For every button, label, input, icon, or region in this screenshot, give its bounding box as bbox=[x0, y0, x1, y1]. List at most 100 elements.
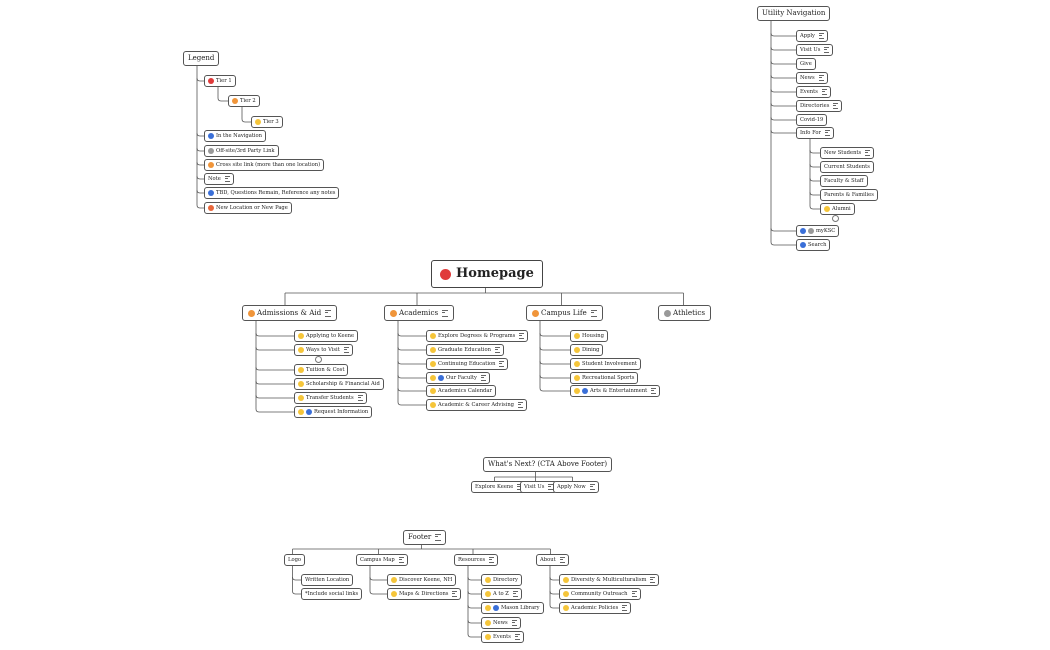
collapse-toggle-icon[interactable] bbox=[315, 356, 322, 363]
node-a-request[interactable]: Request Information bbox=[294, 406, 373, 418]
node-newloc[interactable]: New Location or New Page bbox=[204, 202, 292, 214]
node-f-events[interactable]: Events bbox=[481, 631, 524, 643]
node-f-written[interactable]: Written Location bbox=[301, 574, 354, 586]
node-tbd[interactable]: TBD, Questions Remain, Reference any not… bbox=[204, 187, 340, 199]
notes-icon bbox=[818, 33, 824, 39]
node-cross[interactable]: Cross site link (more than one location) bbox=[204, 159, 325, 171]
node-u-faculty[interactable]: Faculty & Staff bbox=[820, 175, 868, 187]
notes-icon bbox=[821, 89, 827, 95]
node-u-apply[interactable]: Apply bbox=[796, 30, 828, 42]
node-u-visit[interactable]: Visit Us bbox=[796, 44, 834, 56]
node-in-nav[interactable]: In the Navigation bbox=[204, 130, 267, 142]
node-u-newstudents[interactable]: New Students bbox=[820, 147, 875, 159]
node-ac-faculty[interactable]: Our Faculty bbox=[426, 372, 490, 384]
notes-icon bbox=[398, 557, 404, 563]
node-f-news[interactable]: News bbox=[481, 617, 521, 629]
tier3-icon bbox=[563, 605, 569, 611]
node-ac-explore[interactable]: Explore Degrees & Programs bbox=[426, 330, 529, 342]
node-u-infofor[interactable]: Info For bbox=[796, 127, 835, 139]
node-cta-apply[interactable]: Apply Now bbox=[553, 481, 599, 493]
node-f-diversity[interactable]: Diversity & Multiculturalism bbox=[559, 574, 660, 586]
node-ac-calendar[interactable]: Academics Calendar bbox=[426, 385, 496, 397]
node-u-alumni[interactable]: Alumni bbox=[820, 203, 855, 215]
tier2-icon bbox=[248, 309, 255, 317]
node-campuslife[interactable]: Campus Life bbox=[526, 305, 603, 321]
node-u-current[interactable]: Current Students bbox=[820, 161, 874, 173]
node-f-maps[interactable]: Maps & Directions bbox=[387, 588, 462, 600]
node-homepage[interactable]: Homepage bbox=[431, 260, 543, 288]
node-f-policies[interactable]: Academic Policies bbox=[559, 602, 632, 614]
node-u-directories[interactable]: Directories bbox=[796, 100, 843, 112]
node-f-social[interactable]: *Include social links bbox=[301, 588, 363, 600]
node-u-parents[interactable]: Parents & Families bbox=[820, 189, 878, 201]
node-label: Give bbox=[800, 61, 812, 67]
notes-icon bbox=[499, 361, 505, 367]
node-u-search[interactable]: Search bbox=[796, 239, 831, 251]
connector bbox=[397, 387, 426, 392]
node-cta[interactable]: What's Next? (CTA Above Footer) bbox=[483, 456, 613, 472]
node-footer[interactable]: Footer bbox=[403, 529, 447, 545]
node-note[interactable]: Note bbox=[204, 173, 234, 185]
node-tier3[interactable]: Tier 3 bbox=[251, 116, 283, 128]
node-u-news[interactable]: News bbox=[796, 72, 828, 84]
tier2-icon bbox=[532, 309, 539, 317]
node-f-logo[interactable]: Logo bbox=[284, 554, 306, 566]
node-label: New Students bbox=[824, 150, 862, 156]
node-a-ways[interactable]: Ways to Visit bbox=[294, 344, 353, 356]
tier3-icon bbox=[574, 388, 580, 394]
node-a-transfer[interactable]: Transfer Students bbox=[294, 392, 367, 404]
node-u-give[interactable]: Give bbox=[796, 58, 816, 70]
node-label: About bbox=[540, 557, 556, 563]
connector bbox=[770, 129, 796, 134]
node-label: Tier 3 bbox=[263, 119, 279, 125]
node-athletics[interactable]: Athletics bbox=[658, 305, 712, 321]
node-cta-visit[interactable]: Visit Us bbox=[520, 481, 558, 493]
connector bbox=[809, 191, 820, 196]
node-f-discover[interactable]: Discover Keene, NH bbox=[387, 574, 457, 586]
node-label: myKSC bbox=[816, 228, 836, 234]
node-u-myksc[interactable]: myKSC bbox=[796, 225, 840, 237]
node-ac-grad[interactable]: Graduate Education bbox=[426, 344, 504, 356]
node-u-events[interactable]: Events bbox=[796, 86, 831, 98]
node-u-covid[interactable]: Covid-19 bbox=[796, 114, 828, 126]
node-cta-explore[interactable]: Explore Keene bbox=[471, 481, 527, 493]
node-c-arts[interactable]: Arts & Entertainment bbox=[570, 385, 661, 397]
node-f-about[interactable]: About bbox=[536, 554, 569, 566]
node-a-tuition[interactable]: Tuition & Cost bbox=[294, 364, 349, 376]
node-tier1[interactable]: Tier 1 bbox=[204, 75, 236, 87]
node-a-scholar[interactable]: Scholarship & Financial Aid bbox=[294, 378, 384, 390]
tier3-icon bbox=[430, 333, 436, 339]
node-f-atoz[interactable]: A to Z bbox=[481, 588, 522, 600]
node-f-directory[interactable]: Directory bbox=[481, 574, 522, 586]
node-c-involve[interactable]: Student Involvement bbox=[570, 358, 641, 370]
notes-icon bbox=[494, 347, 500, 353]
node-f-resources[interactable]: Resources bbox=[454, 554, 499, 566]
node-c-dining[interactable]: Dining bbox=[570, 344, 604, 356]
notes-icon bbox=[589, 484, 595, 490]
connector bbox=[255, 380, 294, 385]
node-f-community[interactable]: Community Outreach bbox=[559, 588, 641, 600]
node-tier2[interactable]: Tier 2 bbox=[228, 95, 260, 107]
node-a-applying[interactable]: Applying to Keene bbox=[294, 330, 359, 342]
node-f-library[interactable]: Mason Library bbox=[481, 602, 544, 614]
connector bbox=[196, 132, 204, 137]
node-ac-advising[interactable]: Academic & Career Advising bbox=[426, 399, 527, 411]
connector bbox=[397, 401, 426, 406]
node-utility[interactable]: Utility Navigation bbox=[757, 5, 831, 21]
node-ac-cont[interactable]: Continuing Education bbox=[426, 358, 509, 370]
node-admissions[interactable]: Admissions & Aid bbox=[242, 305, 338, 321]
tier3-icon bbox=[430, 402, 436, 408]
node-academics[interactable]: Academics bbox=[384, 305, 455, 321]
node-legend[interactable]: Legend bbox=[183, 50, 220, 66]
node-f-campusmap[interactable]: Campus Map bbox=[356, 554, 408, 566]
node-offsite[interactable]: Off-site/3rd Party Link bbox=[204, 145, 279, 157]
connector bbox=[539, 346, 570, 351]
node-c-housing[interactable]: Housing bbox=[570, 330, 608, 342]
collapse-toggle-icon[interactable] bbox=[832, 215, 839, 222]
node-label: Scholarship & Financial Aid bbox=[306, 381, 380, 387]
node-label: Transfer Students bbox=[306, 395, 354, 401]
node-c-rec[interactable]: Recreational Sports bbox=[570, 372, 639, 384]
notes-icon bbox=[442, 309, 449, 317]
node-label: In the Navigation bbox=[216, 133, 263, 139]
